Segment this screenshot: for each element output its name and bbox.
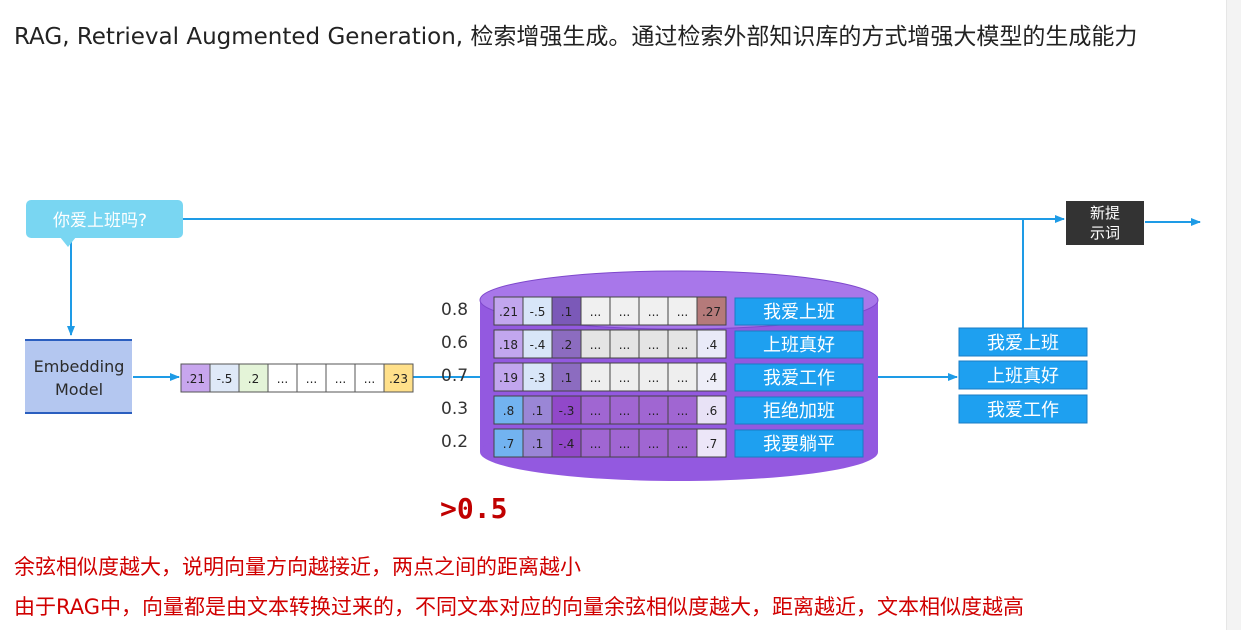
vector-value: ... — [590, 437, 601, 451]
vector-value: .7 — [503, 437, 514, 451]
intro-paragraph: RAG, Retrieval Augmented Generation, 检索增… — [14, 24, 1138, 50]
vector-value: .1 — [561, 371, 572, 385]
vector-value: .18 — [499, 338, 518, 352]
query-text: 你爱上班吗? — [53, 211, 147, 231]
similarity-score: 0.7 — [441, 366, 468, 386]
knowledge-base-row: .7 .1 -.4............ .7 我要躺平 — [493, 428, 864, 458]
embedding-model-label-2: Model — [55, 380, 103, 399]
vector-value: ... — [677, 371, 688, 385]
knowledge-base-row: .19 -.3 .1............ .4 我爱工作 — [493, 362, 864, 392]
query-vector-cell: .21 — [180, 363, 211, 393]
retrieved-item: 上班真好 — [958, 360, 1088, 390]
scrollbar-track[interactable] — [1226, 0, 1241, 630]
vector-value: ... — [648, 404, 659, 418]
query-vector-value: .21 — [186, 372, 205, 386]
knowledge-base-rows: .21 -.5 .1............ .27 我爱上班 .18 -.4 .2.....… — [493, 296, 864, 458]
note-line-2: 由于RAG中，向量都是由文本转换过来的，不同文本对应的向量余弦相似度越大，距离越… — [14, 595, 1025, 619]
vector-value: .2 — [561, 338, 572, 352]
new-prompt-box: 新提 示词 — [1066, 201, 1144, 245]
query-vector-value: ... — [335, 372, 346, 386]
vector-value: .4 — [706, 371, 717, 385]
vector-value: ... — [590, 371, 601, 385]
similarity-scores: 0.8 0.6 0.7 0.3 0.2 — [441, 300, 468, 452]
similarity-score: 0.3 — [441, 399, 468, 419]
knowledge-base-text: 我要躺平 — [763, 434, 835, 455]
vector-value: ... — [648, 338, 659, 352]
vector-value: .1 — [532, 437, 543, 451]
vector-value: .1 — [561, 305, 572, 319]
threshold-label: >0.5 — [440, 492, 508, 525]
knowledge-base-row: .18 -.4 .2............ .4 上班真好 — [493, 329, 864, 359]
vector-value: ... — [619, 404, 630, 418]
vector-value: -.4 — [530, 338, 546, 352]
vector-value: ... — [677, 305, 688, 319]
vector-value: .7 — [706, 437, 717, 451]
vector-value: ... — [619, 305, 630, 319]
vector-value: .19 — [499, 371, 518, 385]
knowledge-base-text: 我爱工作 — [763, 368, 835, 389]
query-vector-value: ... — [277, 372, 288, 386]
query-vector-cell: .2 — [238, 363, 269, 393]
vector-value: .21 — [499, 305, 518, 319]
vector-value: ... — [619, 338, 630, 352]
knowledge-base-row: .21 -.5 .1............ .27 我爱上班 — [493, 296, 864, 326]
knowledge-base-text: 我爱上班 — [763, 302, 835, 323]
retrieved-text: 我爱上班 — [987, 333, 1059, 354]
vector-value: ... — [590, 338, 601, 352]
query-vector-cell: ... — [267, 363, 298, 393]
query-vector-cell: ... — [296, 363, 327, 393]
query-bubble: 你爱上班吗? — [26, 200, 183, 247]
knowledge-base-row: .8 .1 -.3............ .6 拒绝加班 — [493, 395, 864, 425]
query-vector-cell: ... — [325, 363, 356, 393]
vector-value: ... — [619, 437, 630, 451]
embedding-model-label-1: Embedding — [34, 357, 125, 376]
vector-value: ... — [590, 305, 601, 319]
note-line-1: 余弦相似度越大，说明向量方向越接近，两点之间的距离越小 — [14, 555, 581, 579]
retrieved-item: 我爱上班 — [958, 327, 1088, 357]
query-vector-value: -.5 — [217, 372, 233, 386]
query-vector: .21 -.5 .2............ .23 — [180, 363, 414, 393]
vector-value: ... — [648, 305, 659, 319]
retrieved-item: 我爱工作 — [958, 394, 1088, 424]
new-prompt-label-1: 新提 — [1090, 204, 1120, 222]
query-vector-cell: -.5 — [209, 363, 240, 393]
vector-value: -.3 — [559, 404, 575, 418]
vector-value: ... — [648, 371, 659, 385]
vector-value: .27 — [702, 305, 721, 319]
knowledge-base-text: 上班真好 — [763, 335, 835, 356]
connector-arrows — [67, 215, 1201, 381]
similarity-score: 0.6 — [441, 333, 468, 353]
knowledge-base-text: 拒绝加班 — [763, 401, 835, 422]
query-vector-value: ... — [364, 372, 375, 386]
query-vector-value: .23 — [389, 372, 408, 386]
query-vector-value: .2 — [248, 372, 259, 386]
vector-value: ... — [677, 338, 688, 352]
vector-value: -.4 — [559, 437, 575, 451]
vector-value: .8 — [503, 404, 514, 418]
vector-value: -.3 — [530, 371, 546, 385]
similarity-score: 0.2 — [441, 432, 468, 452]
vector-value: ... — [590, 404, 601, 418]
vector-value: .1 — [532, 404, 543, 418]
vector-value: ... — [677, 404, 688, 418]
vector-value: ... — [619, 371, 630, 385]
retrieved-text: 上班真好 — [987, 366, 1059, 387]
vector-value: .6 — [706, 404, 717, 418]
embedding-model-box: Embedding Model — [25, 339, 132, 414]
query-vector-value: ... — [306, 372, 317, 386]
vector-value: ... — [648, 437, 659, 451]
similarity-score: 0.8 — [441, 300, 468, 320]
query-vector-cell: .23 — [383, 363, 414, 393]
vector-value: -.5 — [530, 305, 546, 319]
query-vector-cell: ... — [354, 363, 385, 393]
vector-value: ... — [677, 437, 688, 451]
retrieved-text: 我爱工作 — [987, 400, 1059, 421]
vector-value: .4 — [706, 338, 717, 352]
new-prompt-label-2: 示词 — [1090, 224, 1120, 242]
